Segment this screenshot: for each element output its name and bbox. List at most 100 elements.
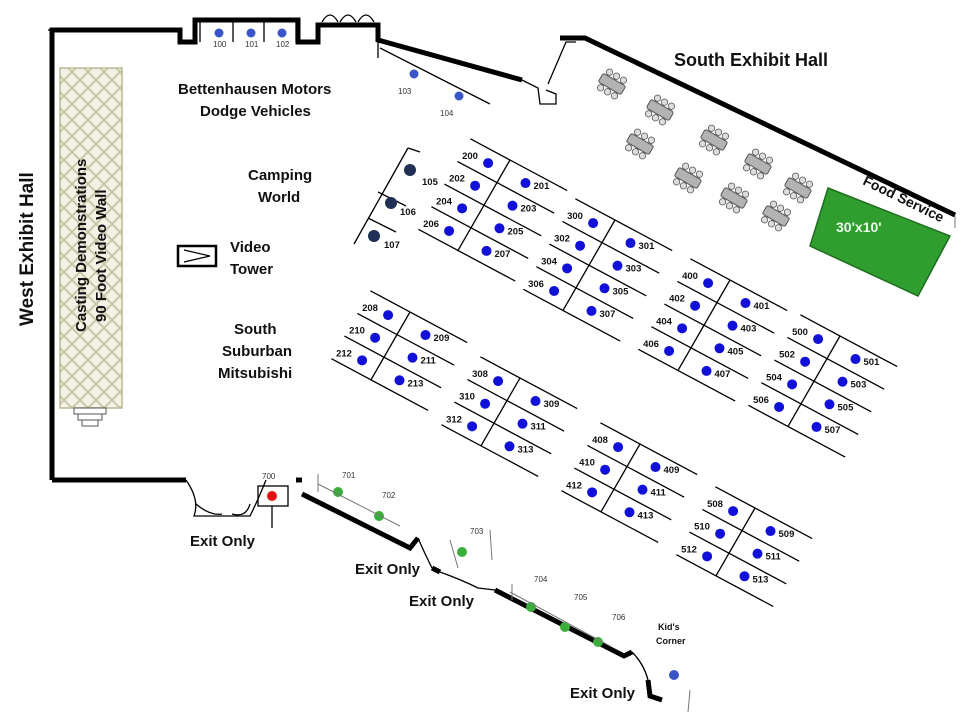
booth-dot[interactable] [739,571,750,582]
booth-dot[interactable] [575,240,586,251]
booth-dot[interactable] [800,356,811,367]
booth-divider [761,382,859,435]
booth-dot[interactable] [612,260,623,271]
booth-dot[interactable] [267,491,277,501]
booth-number: 705 [574,593,588,602]
booth-dot[interactable] [588,218,599,229]
booth-dot[interactable] [507,200,518,211]
booth-dot[interactable] [752,548,763,559]
booth-dot[interactable] [357,355,368,366]
booth-dot[interactable] [385,197,397,209]
booth-number: 400 [682,271,698,282]
booth-dot[interactable] [714,343,725,354]
booth-dot[interactable] [740,298,751,309]
booth-dot[interactable] [467,421,478,432]
booth-dot[interactable] [383,310,394,321]
booth-number: 208 [362,303,378,314]
booth-dot[interactable] [625,238,636,249]
booth-dot[interactable] [374,511,384,521]
booth-dot[interactable] [813,334,824,345]
booth-dot[interactable] [811,421,822,432]
booth-dot[interactable] [549,285,560,296]
booth-dot[interactable] [457,547,467,557]
booth-dot[interactable] [664,345,675,356]
booth-divider [344,335,442,389]
booth-dot[interactable] [593,637,603,647]
booth-dot[interactable] [483,158,494,169]
booth-dot[interactable] [457,203,468,214]
booth-number: 306 [528,279,544,290]
booth-dot[interactable] [560,622,570,632]
booth-dot[interactable] [493,376,504,387]
booth-dot[interactable] [494,223,505,234]
booth-dot[interactable] [454,91,464,101]
bettenhausen-label-1: Bettenhausen Motors [178,81,331,98]
booth-dot[interactable] [669,670,679,680]
booth-dot[interactable] [520,178,531,189]
booth-dot[interactable] [444,225,455,236]
booth-dot[interactable] [702,551,713,562]
booth-number: 202 [449,174,465,185]
booth-dot[interactable] [613,442,624,453]
booth-dot[interactable] [650,462,661,473]
booth-dot[interactable] [587,487,598,498]
booth-number: 106 [400,207,416,218]
booth-dot[interactable] [277,28,287,38]
booth-dot[interactable] [850,354,861,365]
booth-dot[interactable] [246,28,256,38]
booth-divider [509,591,611,647]
booth-divider [562,219,616,311]
booth-dot[interactable] [765,526,776,537]
booth-number: 310 [459,392,475,403]
booth-dot[interactable] [370,332,381,343]
booth-dot[interactable] [774,401,785,412]
booth-dot[interactable] [480,398,491,409]
booth-dot[interactable] [701,365,712,376]
booth-dot[interactable] [703,278,714,289]
booth-dot[interactable] [728,506,739,517]
booth-dot[interactable] [690,300,701,311]
booth-dot[interactable] [333,487,343,497]
exit-label: Exit Only [570,685,636,702]
booth-dot[interactable] [637,484,648,495]
booth-dot[interactable] [715,528,726,539]
booth-dot[interactable] [530,396,541,407]
booth-dot[interactable] [504,441,515,452]
booth-dot[interactable] [824,399,835,410]
booth-dot[interactable] [368,230,380,242]
booth-divider [787,335,841,427]
video-tower-label-2: Tower [230,261,273,278]
booth-dot[interactable] [787,379,798,390]
booth-divider [331,358,429,411]
booth-dot[interactable] [586,305,597,316]
booth-dot[interactable] [470,180,481,191]
booth-dot[interactable] [677,323,688,334]
booth-number: 509 [779,529,795,540]
booth-divider [523,288,621,342]
booth-dot[interactable] [407,352,418,363]
booth-dot[interactable] [517,418,528,429]
booth-dot[interactable] [481,245,492,256]
exit-labels: Exit Only Exit Only Exit Only Exit Only [190,533,636,702]
booth-dot[interactable] [562,263,573,274]
booth-dot[interactable] [404,164,416,176]
booth-dot[interactable] [394,375,405,386]
booth-dot[interactable] [624,507,635,518]
booth-dot[interactable] [727,320,738,331]
booth-dot[interactable] [837,376,848,387]
booth-dot[interactable] [420,330,431,341]
booth-dot[interactable] [600,464,611,475]
booth-divider [480,377,521,447]
booth-number: 107 [384,240,400,251]
booth-number: 411 [651,488,667,499]
booth-divider [638,348,736,402]
booth-number: 203 [521,204,537,215]
booth-number: 213 [408,378,424,389]
booth-dot[interactable] [599,283,610,294]
booth-dot[interactable] [214,28,224,38]
booth-dot[interactable] [409,69,419,79]
booth-number: 101 [245,40,259,49]
booth-divider [536,266,634,319]
booth-number: 503 [851,380,867,391]
